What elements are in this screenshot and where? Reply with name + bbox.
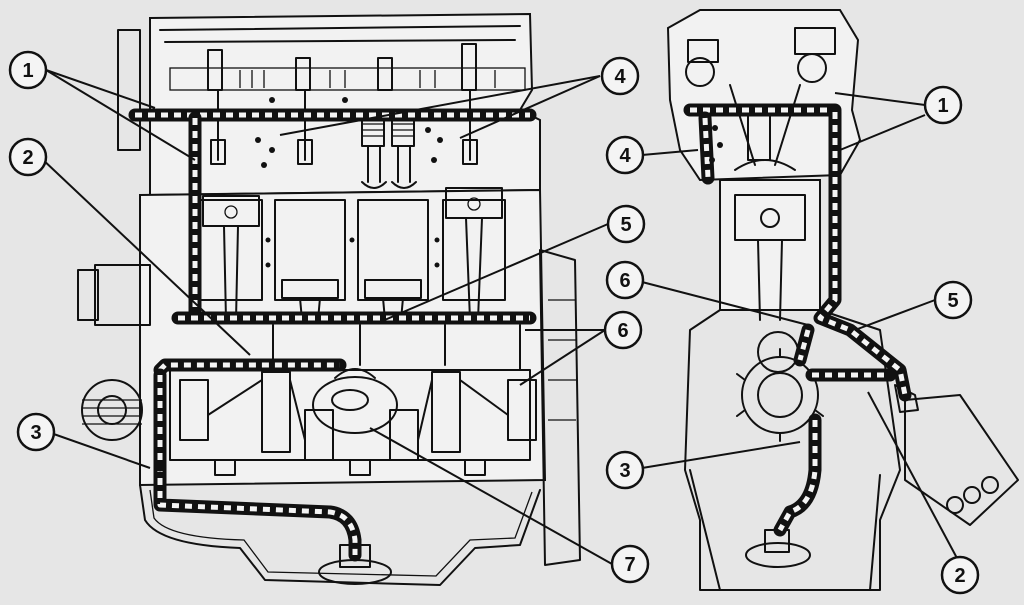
callout-left-4: 4 <box>600 56 640 96</box>
oil-filter <box>894 384 1019 526</box>
callout-right-5: 5 <box>933 280 973 320</box>
callout-right-4: 4 <box>605 135 645 175</box>
svg-text:4: 4 <box>614 66 626 88</box>
svg-text:6: 6 <box>619 270 630 292</box>
callout-left-5: 5 <box>606 204 646 244</box>
svg-text:3: 3 <box>619 460 630 482</box>
callouts-right: 1 4 6 5 3 2 <box>605 85 980 595</box>
oil-galleries-left <box>128 108 537 562</box>
oil-drips-left <box>255 97 443 268</box>
svg-text:4: 4 <box>619 145 631 167</box>
callout-right-2: 2 <box>940 555 980 595</box>
svg-text:2: 2 <box>954 565 965 587</box>
svg-text:3: 3 <box>30 422 41 444</box>
callout-right-6: 6 <box>605 260 645 300</box>
camshaft <box>169 43 526 91</box>
oil-galleries-right <box>683 103 912 537</box>
svg-text:6: 6 <box>617 320 628 342</box>
svg-text:1: 1 <box>937 95 948 117</box>
svg-text:1: 1 <box>22 60 33 82</box>
cross-head-outline <box>666 9 862 182</box>
engine-longitudinal-section <box>77 12 581 586</box>
svg-text:5: 5 <box>947 290 958 312</box>
callout-left-1: 1 <box>8 50 48 90</box>
callout-left-6: 6 <box>603 310 643 350</box>
front-pulleys <box>77 29 151 441</box>
crankshaft <box>169 369 537 476</box>
svg-text:7: 7 <box>624 554 635 576</box>
leader-lines <box>39 69 959 565</box>
callout-right-1: 1 <box>923 85 963 125</box>
oil-drips-right <box>709 125 723 163</box>
callout-left-3: 3 <box>16 412 56 452</box>
engine-cross-section <box>666 9 1019 591</box>
callouts-left: 1 2 3 4 5 6 7 <box>8 50 650 584</box>
callout-right-3: 3 <box>605 450 645 490</box>
oil-strainer <box>312 368 398 434</box>
svg-text:2: 2 <box>22 147 33 169</box>
oil-pan <box>139 484 541 586</box>
svg-text:5: 5 <box>620 214 631 236</box>
callout-left-2: 2 <box>8 137 48 177</box>
callout-left-7: 7 <box>610 544 650 584</box>
